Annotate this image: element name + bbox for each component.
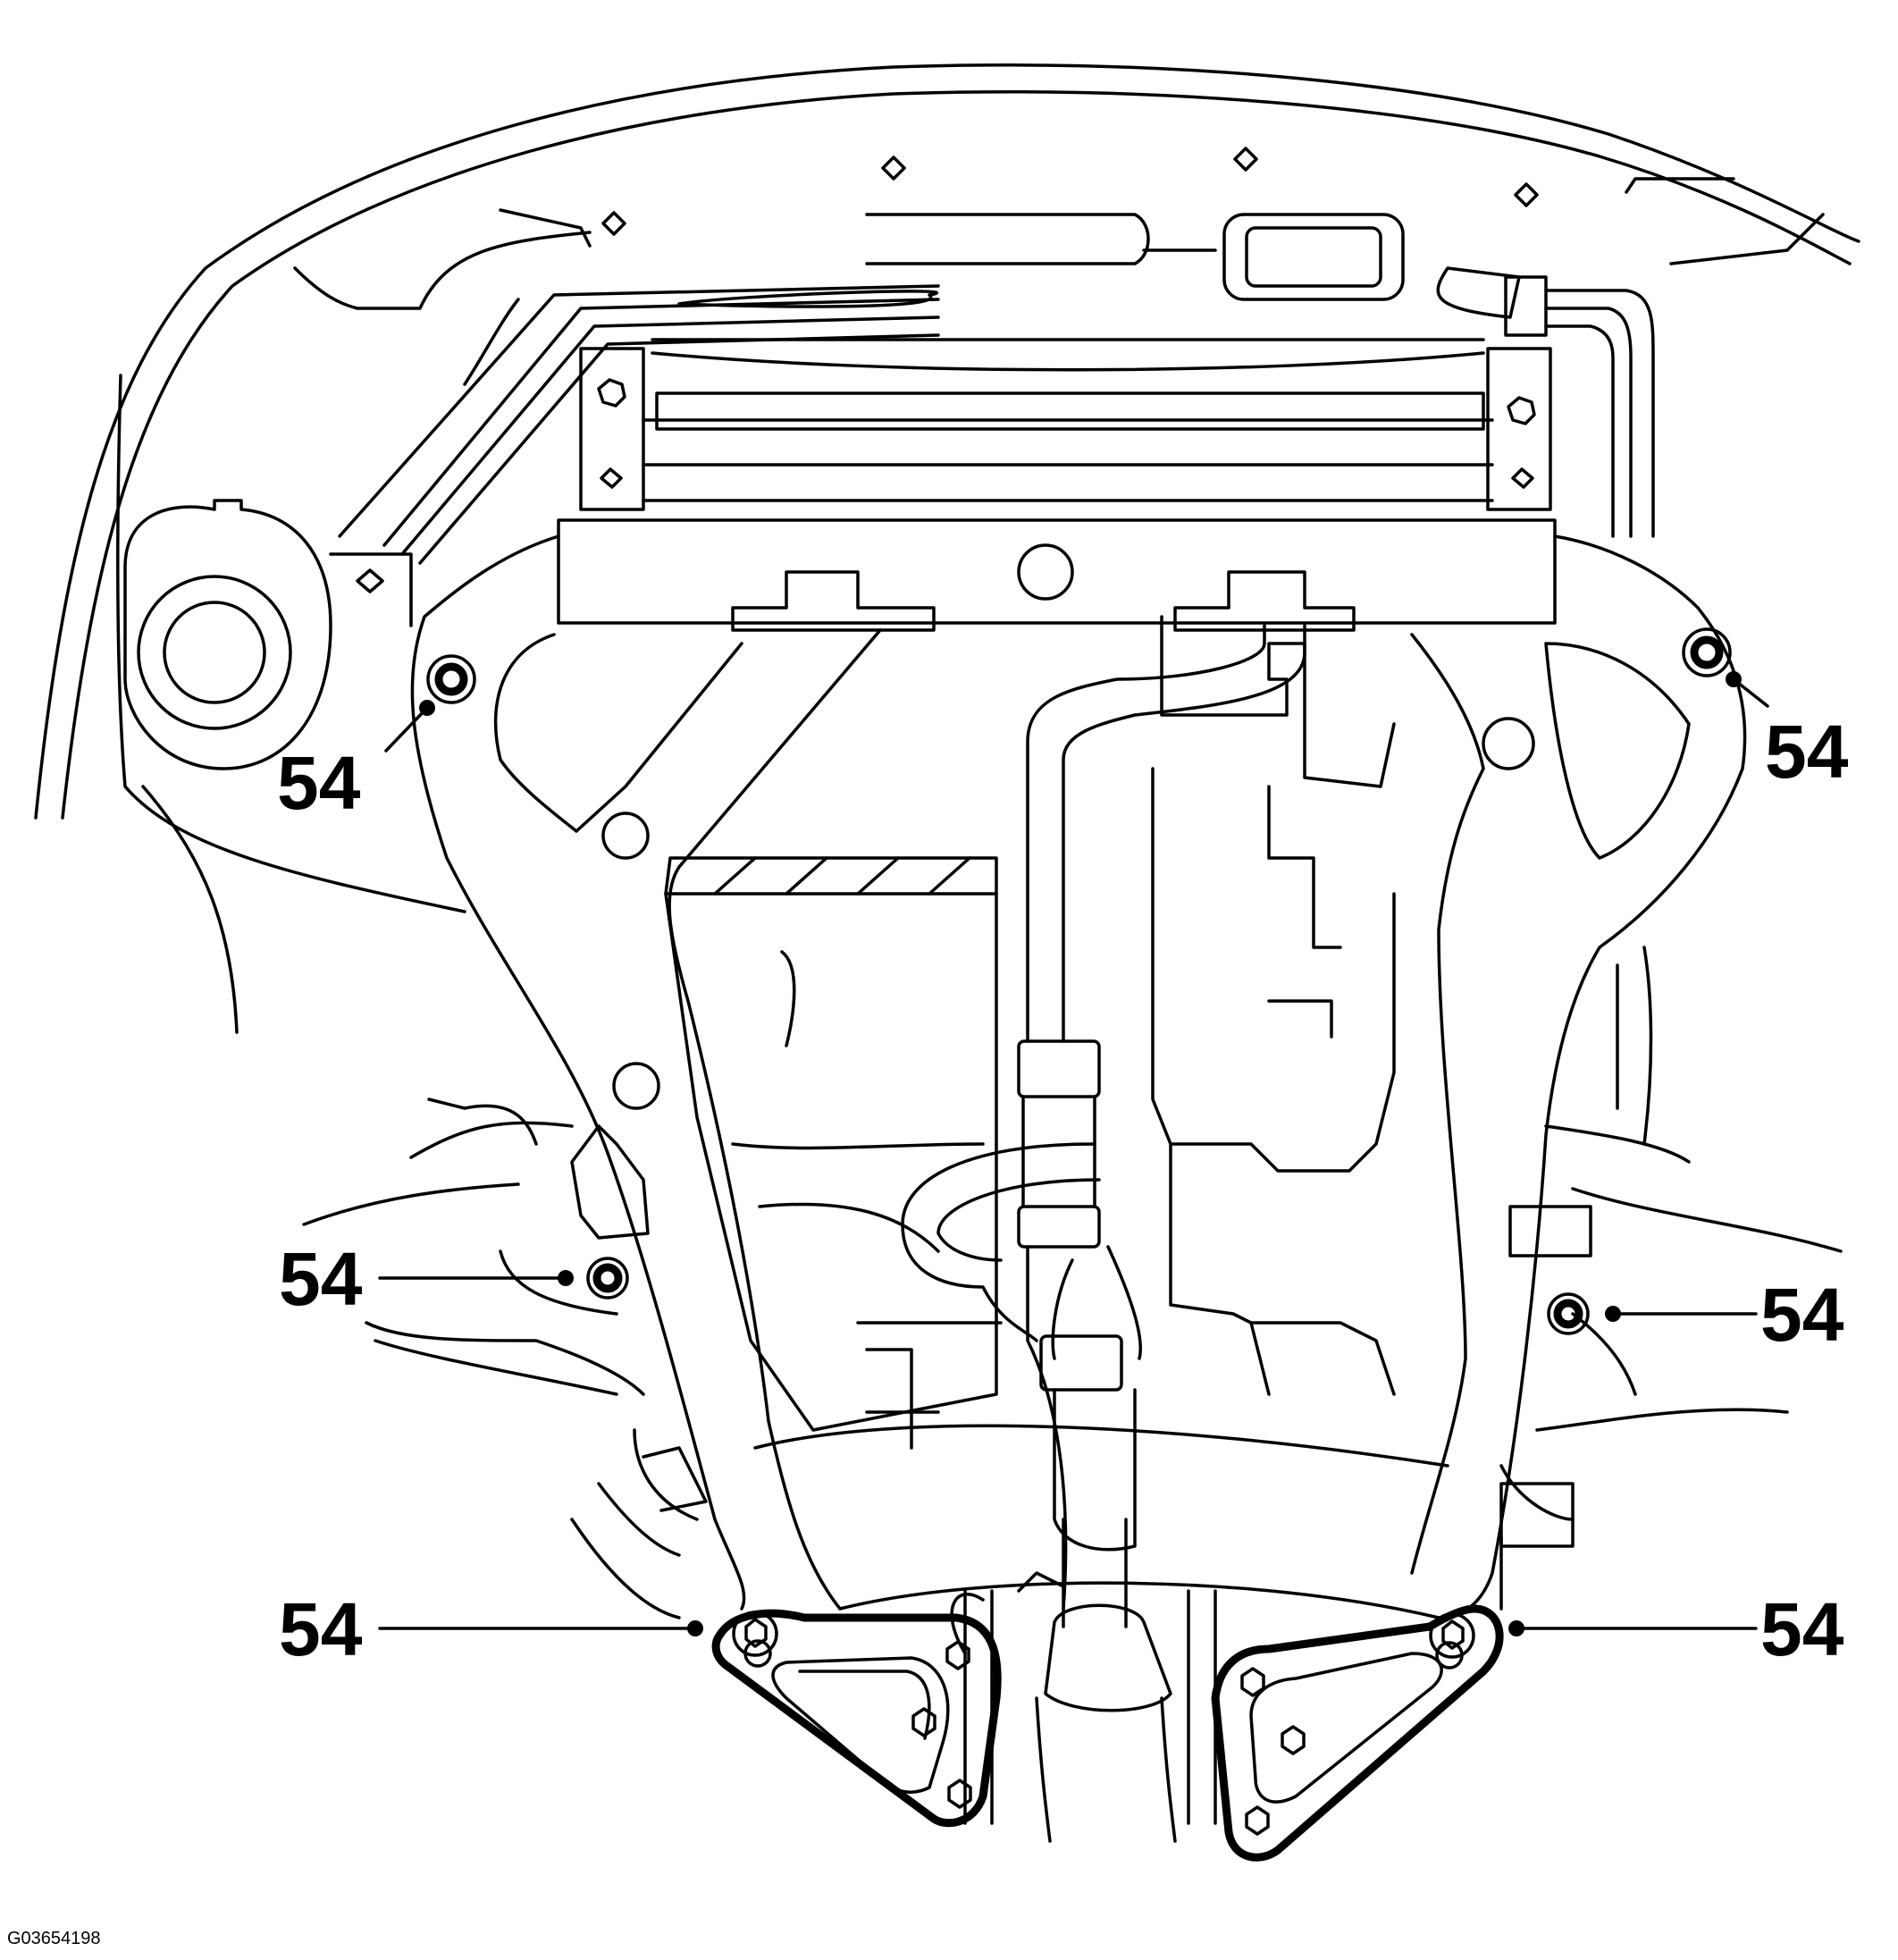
bolt-mid-left (586, 1257, 629, 1300)
bolt-upper-left (426, 654, 476, 704)
bolt-mid-right (1547, 1292, 1590, 1335)
callout-label: 54 (279, 1587, 363, 1671)
callout-label: 54 (1760, 1273, 1844, 1357)
subframe (410, 518, 1747, 1619)
callout-upper-right: 54 (1726, 671, 1849, 794)
figure-id: G03654198 (7, 1929, 101, 1948)
callout-dot (419, 700, 435, 716)
front-bumper-outline (34, 63, 1860, 1034)
engine-block-right (1151, 615, 1396, 1396)
left-hub (123, 499, 413, 770)
callout-mid-right: 54 (1605, 1273, 1844, 1357)
callout-lower-right: 54 (1508, 1587, 1844, 1671)
callout-dot (1508, 1620, 1524, 1636)
left-control-arm (302, 1098, 708, 1619)
bumper-clip-icons (601, 147, 1539, 236)
radiator-assembly (338, 213, 1655, 565)
callout-mid-left: 54 (279, 1237, 574, 1321)
bracket-lower-right (1211, 1604, 1504, 1862)
callout-label: 54 (1765, 710, 1849, 794)
oil-pan (664, 856, 1003, 1432)
callout-dot (1726, 671, 1742, 687)
bracket-lower-left (711, 1609, 1002, 1828)
callout-dot (687, 1620, 703, 1636)
right-control-arm (1499, 946, 1843, 1611)
callout-lower-left: 54 (279, 1587, 703, 1671)
callout-dot (1605, 1306, 1621, 1322)
callout-upper-left: 54 (277, 700, 435, 825)
callout-dot (558, 1270, 574, 1286)
exhaust-pipe (901, 624, 1306, 1712)
callout-label: 54 (277, 741, 361, 825)
bolt-upper-right (1682, 627, 1732, 677)
callout-label: 54 (1760, 1587, 1844, 1671)
callout-label: 54 (279, 1237, 363, 1321)
